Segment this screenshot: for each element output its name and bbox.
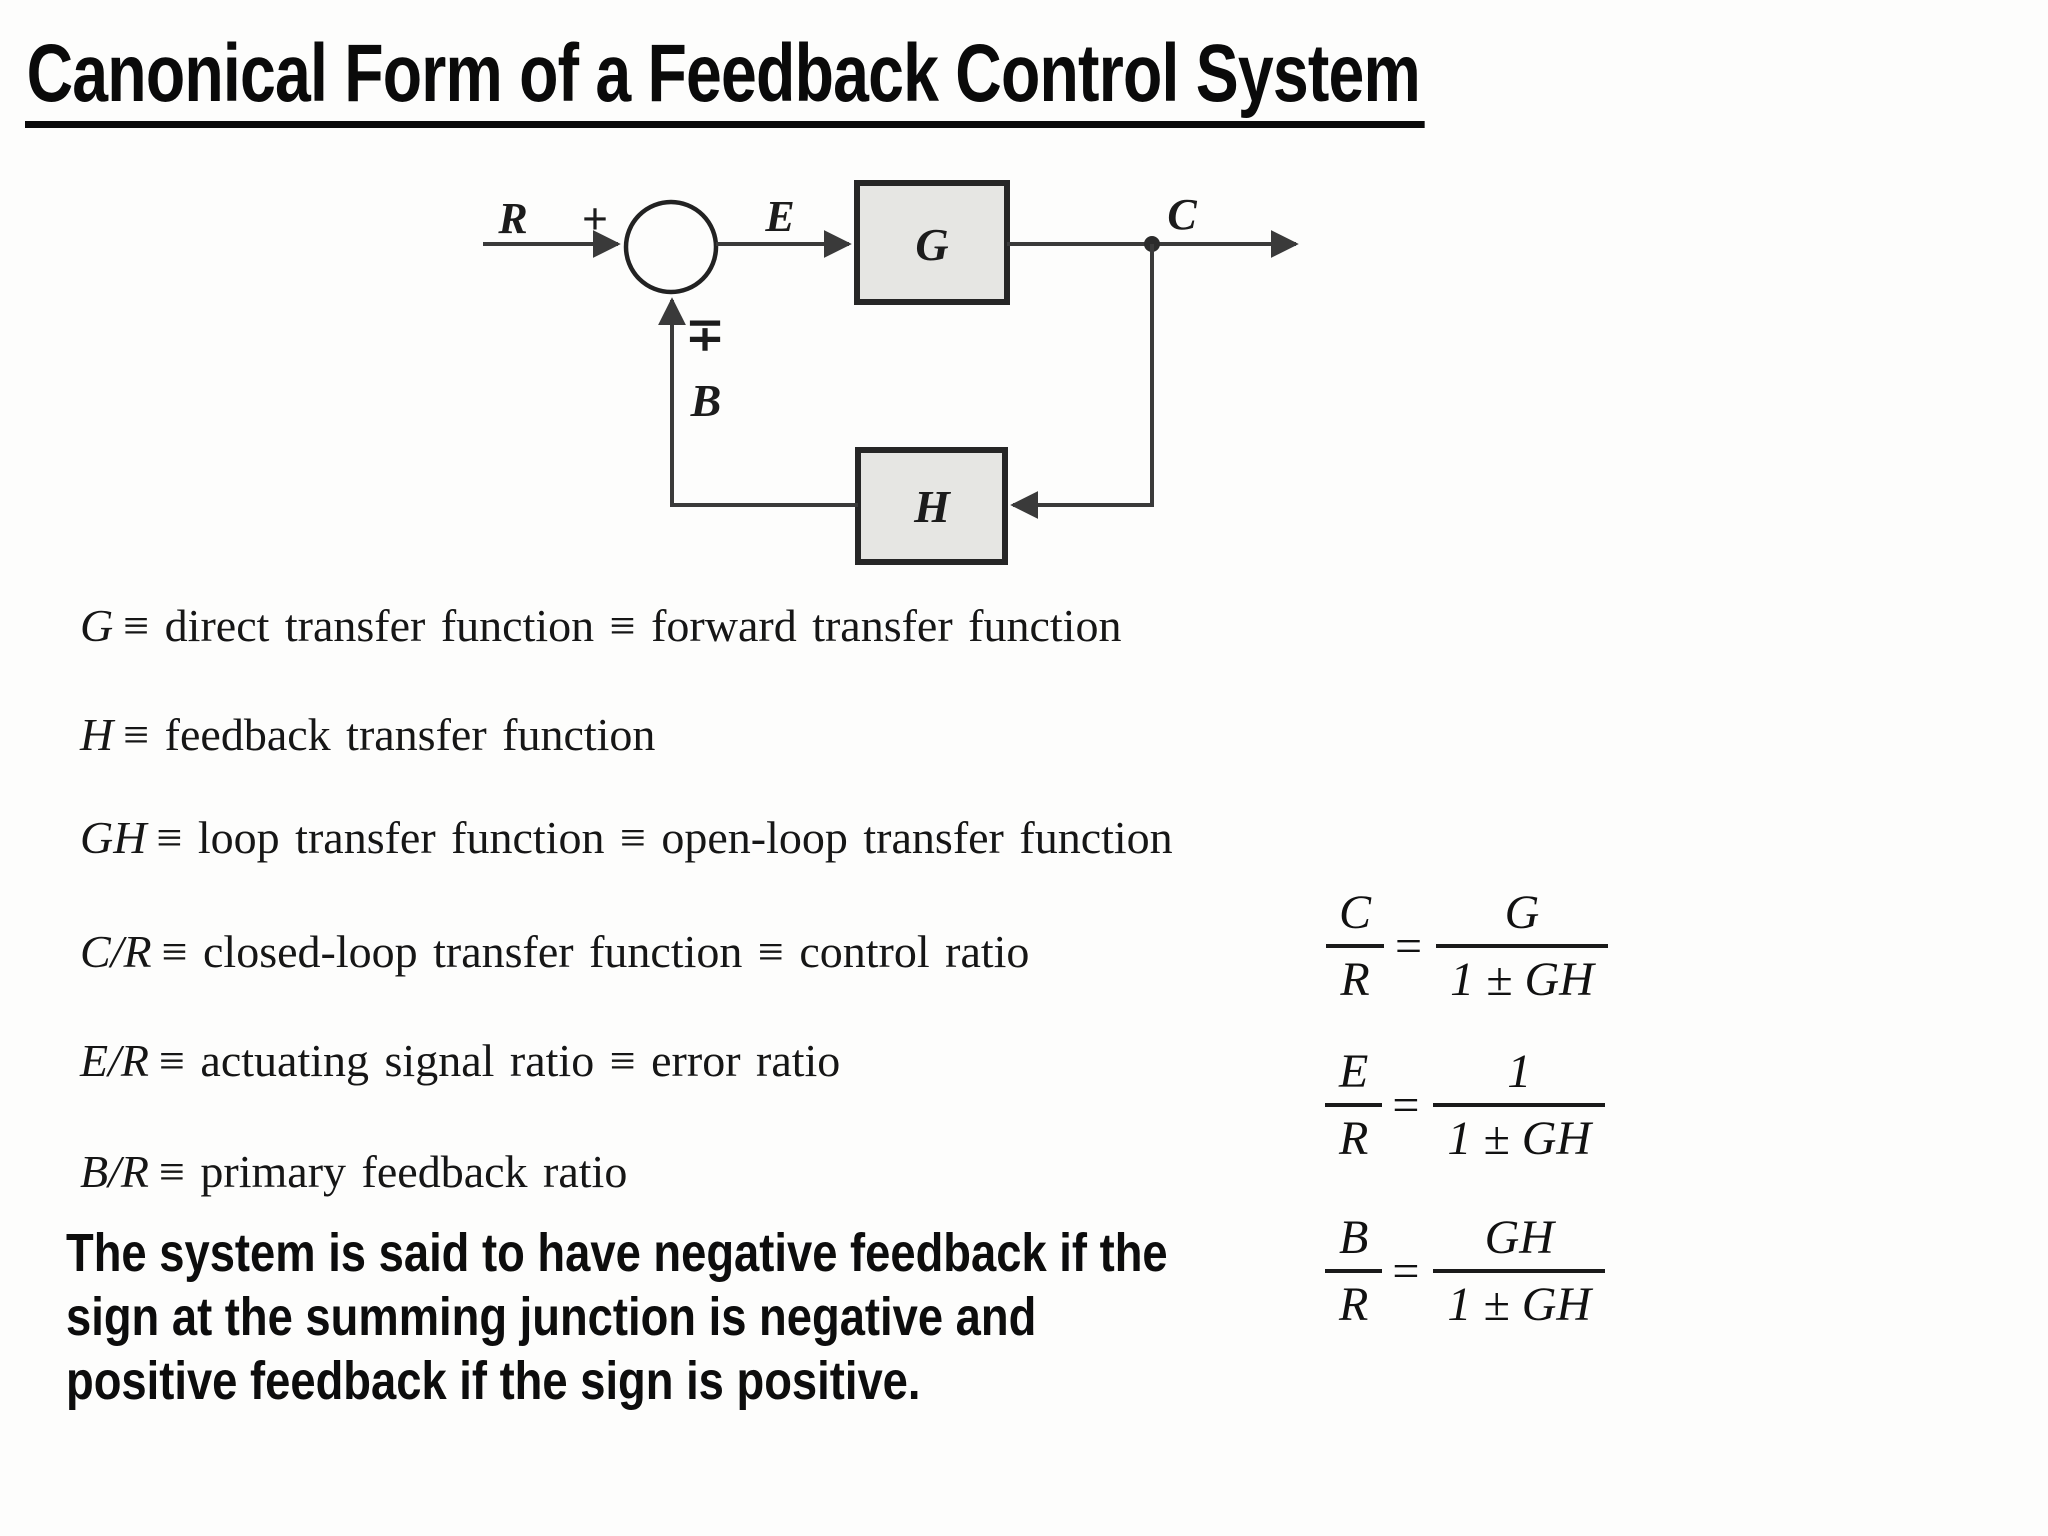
fraction-lhs: E R — [1325, 1045, 1383, 1163]
definition-text: ≡ actuating signal ratio ≡ error ratio — [158, 1035, 841, 1086]
signal-label-feedback: B — [690, 375, 722, 426]
equation-control-ratio: C R = G 1 ± GH — [1325, 889, 1608, 1004]
definition-cr: C/R≡ closed-loop transfer function ≡ con… — [80, 926, 1029, 979]
forward-block-label: G — [915, 219, 948, 270]
definition-symbol: G — [80, 600, 114, 651]
equation-feedback-ratio: B R = GH 1 ± GH — [1325, 1211, 1606, 1329]
numerator: B — [1339, 1211, 1369, 1264]
fraction-lhs: C R — [1325, 889, 1385, 1004]
summing-junction — [623, 199, 719, 295]
definition-text: ≡ closed-loop transfer function ≡ contro… — [161, 926, 1030, 977]
note-line: sign at the summing junction is negative… — [66, 1287, 1037, 1347]
equation-error-ratio: E R = 1 1 ± GH — [1325, 1045, 1606, 1163]
definition-symbol: B/R — [80, 1146, 149, 1197]
signal-label-input: R — [497, 194, 527, 243]
feedback-sign-note: The system is said to have negative feed… — [66, 1221, 1168, 1413]
page-title: Canonical Form of a Feedback Control Sys… — [25, 33, 1425, 128]
definition-h: H≡ feedback transfer function — [80, 709, 655, 762]
feedback-block-label: H — [913, 481, 951, 532]
definition-br: B/R≡ primary feedback ratio — [80, 1146, 627, 1199]
equals-sign: = — [1392, 1244, 1420, 1298]
fraction-rhs: G 1 ± GH — [1436, 889, 1608, 1004]
definition-symbol: H — [80, 709, 114, 760]
numerator: E — [1339, 1045, 1369, 1098]
numerator: C — [1339, 886, 1372, 939]
definition-symbol: E/R — [80, 1035, 149, 1086]
definition-g: G≡ direct transfer function ≡ forward tr… — [80, 600, 1121, 653]
fraction-rhs: 1 1 ± GH — [1433, 1045, 1606, 1163]
denominator: R — [1326, 944, 1384, 1004]
denominator: R — [1325, 1103, 1383, 1163]
denominator: 1 ± GH — [1436, 944, 1608, 1004]
note-line: positive feedback if the sign is positiv… — [66, 1351, 921, 1411]
definition-text: ≡ direct transfer function ≡ forward tra… — [123, 600, 1122, 651]
plus-sign: + — [582, 193, 608, 244]
numerator: G — [1504, 886, 1540, 939]
equals-sign: = — [1395, 919, 1423, 973]
definition-text: ≡ feedback transfer function — [123, 709, 656, 760]
definition-er: E/R≡ actuating signal ratio ≡ error rati… — [80, 1035, 840, 1088]
note-line: The system is said to have negative feed… — [66, 1223, 1168, 1283]
signal-label-output: C — [1167, 190, 1197, 239]
definition-symbol: C/R — [80, 926, 152, 977]
feedback-path-right — [1010, 244, 1154, 519]
numerator: GH — [1484, 1211, 1554, 1264]
equals-sign: = — [1392, 1078, 1420, 1132]
denominator: 1 ± GH — [1433, 1103, 1606, 1163]
definition-gh: GH≡ loop transfer function ≡ open-loop t… — [80, 812, 1173, 865]
definition-symbol: GH — [80, 812, 147, 863]
numerator: 1 — [1507, 1045, 1532, 1098]
denominator: 1 ± GH — [1433, 1269, 1606, 1329]
minus-plus-sign: ∓ — [686, 309, 725, 360]
fraction-lhs: B R — [1325, 1211, 1383, 1329]
signal-label-error: E — [764, 192, 794, 241]
denominator: R — [1325, 1269, 1383, 1329]
feedback-path-left — [658, 297, 858, 507]
definition-text: ≡ primary feedback ratio — [158, 1146, 628, 1197]
block-diagram: R + E G C ∓ B H — [483, 180, 1299, 565]
feedback-block — [855, 447, 1008, 565]
definition-text: ≡ loop transfer function ≡ open-loop tra… — [156, 812, 1173, 863]
fraction-rhs: GH 1 ± GH — [1433, 1211, 1606, 1329]
